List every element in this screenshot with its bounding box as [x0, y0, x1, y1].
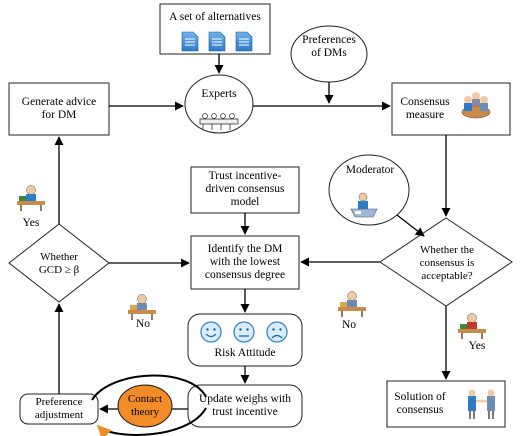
sad-face-icon	[266, 321, 288, 343]
edge-label-yes: Yes	[22, 217, 40, 229]
preferences-label: Preferences of DMs	[302, 34, 356, 59]
gcd-decision	[8, 223, 110, 303]
update-label: Update weighs with trust incentive	[199, 393, 291, 418]
advice-box	[8, 82, 110, 136]
edge-label-no: No	[341, 319, 357, 331]
solution-label: Solution of consensus	[394, 391, 446, 416]
experts-node	[184, 74, 254, 134]
desk-worker-icon	[128, 294, 156, 320]
edge-moderator-acceptable	[396, 214, 425, 237]
contact-theory-node	[117, 384, 173, 428]
contact-theory-label: Contact theory	[127, 393, 163, 418]
document-icon	[235, 31, 253, 52]
moderator-label: Moderator	[345, 164, 395, 176]
alternatives-label: A set of alternatives	[169, 11, 261, 23]
desk-worker-icon	[338, 291, 366, 317]
trust-model-label: Trust incentive- driven consensus model	[205, 170, 285, 208]
advice-label: Generate advice for DM	[21, 96, 97, 121]
document-icon	[208, 31, 226, 52]
trust-model-box	[190, 166, 300, 214]
moderator-node	[328, 154, 410, 226]
meeting-icon	[461, 92, 491, 119]
preference-adjustment-label: Preference adjustment	[34, 396, 84, 421]
contact-orbit-top	[91, 374, 207, 401]
handshake-icon	[468, 389, 495, 419]
contact-orbit-bottom	[97, 407, 207, 436]
document-icon	[181, 31, 199, 52]
consensus-measure-label: Consensus measure	[400, 96, 450, 121]
desk-worker-icon	[458, 313, 486, 339]
edge-label-no: No	[135, 318, 151, 330]
edge-label-yes: Yes	[468, 340, 486, 352]
neutral-face-icon	[233, 321, 255, 343]
desk-worker-icon	[17, 185, 45, 211]
moderator-icon	[350, 192, 378, 218]
meeting-icon	[199, 113, 239, 130]
risk-attitude-label: Risk Attitude	[214, 347, 276, 359]
acceptable-label: Whether the consensus is acceptable?	[419, 244, 475, 282]
gcd-label: Whether GCD ≥ β	[38, 251, 80, 276]
consensus-measure-box	[391, 82, 511, 136]
update-box	[187, 384, 303, 428]
identify-label: Identify the DM with the lowest consensu…	[204, 243, 286, 281]
solution-box	[386, 380, 506, 428]
experts-label: Experts	[201, 88, 237, 100]
happy-face-icon	[200, 321, 222, 343]
